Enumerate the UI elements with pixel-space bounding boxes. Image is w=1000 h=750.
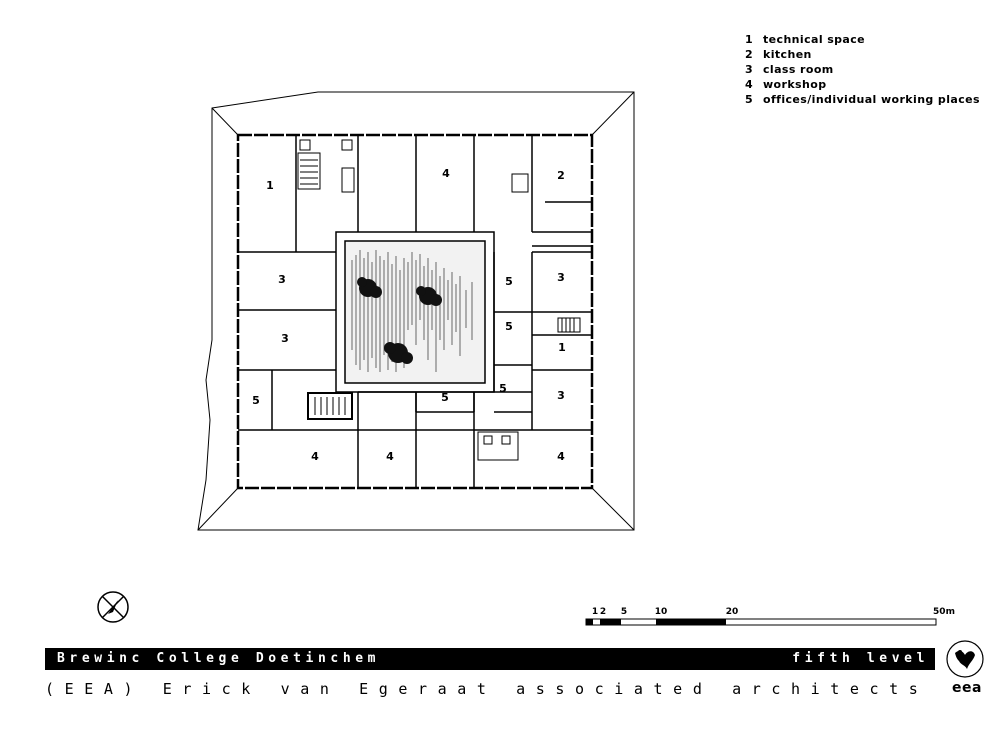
site-diagonal — [591, 91, 635, 136]
room-number: 1 — [558, 341, 566, 354]
legend-item: 4 workshop — [745, 77, 980, 92]
legend-item: 2 kitchen — [745, 47, 980, 62]
legend-num: 2 — [745, 48, 754, 61]
tree-icon — [357, 277, 382, 298]
tree-icon — [416, 286, 442, 306]
architect-credit: (EEA) Erick van Egeraat associated archi… — [45, 680, 929, 698]
room-number: 2 — [557, 169, 565, 182]
scale-tick-label: 50m — [933, 607, 955, 617]
tree-icon — [384, 342, 413, 364]
legend-num: 4 — [745, 78, 754, 91]
room-labels: 1 4 2 3 5 3 3 5 1 5 5 5 3 4 4 4 — [252, 167, 566, 463]
room-number: 3 — [557, 389, 565, 402]
stair-core-north — [297, 139, 355, 193]
site-diagonal — [197, 487, 239, 531]
room-number: 5 — [441, 391, 449, 404]
room-number: 4 — [386, 450, 394, 463]
site-diagonal — [211, 107, 239, 136]
room-number: 4 — [442, 167, 450, 180]
courtyard-outer — [335, 231, 495, 393]
logo-text: eea — [952, 680, 982, 696]
legend-item: 5 offices/individual working places — [745, 92, 980, 107]
legend-item: 3 class room — [745, 62, 980, 77]
room-number: 5 — [505, 320, 513, 333]
scale-bar — [585, 618, 937, 626]
scale-tick-label: 2 — [600, 607, 606, 617]
courtyard-inner — [344, 240, 486, 384]
room-number: 3 — [557, 271, 565, 284]
stair-core-east — [557, 317, 581, 333]
north-arrow-icon — [97, 591, 129, 623]
room-number: 5 — [505, 275, 513, 288]
scale-tick-label: 10 — [655, 607, 668, 617]
level-title: fifth level — [792, 651, 929, 666]
legend-label: kitchen — [763, 48, 812, 61]
legend-item: 1 technical space — [745, 32, 980, 47]
room-number: 3 — [278, 273, 286, 286]
legend-label: workshop — [763, 78, 827, 91]
site-outline — [197, 91, 635, 531]
legend-label: offices/individual working places — [763, 93, 980, 106]
room-number: 5 — [499, 382, 507, 395]
legend-label: class room — [763, 63, 834, 76]
room-number: 5 — [252, 394, 260, 407]
legend-num: 1 — [745, 33, 754, 46]
legend-num: 5 — [745, 93, 754, 106]
kitchen-fixture — [511, 173, 529, 193]
scale-tick-label: 20 — [726, 607, 739, 617]
room-number: 4 — [311, 450, 319, 463]
scale-tick-label: 1 — [592, 607, 598, 617]
legend-label: technical space — [763, 33, 866, 46]
stair-core-south — [307, 392, 353, 420]
room-number: 1 — [266, 179, 274, 192]
room-number: 4 — [557, 450, 565, 463]
project-title: Brewinc College Doetinchem — [57, 651, 381, 666]
eea-logo-icon — [946, 640, 984, 678]
toilet-block — [477, 431, 519, 461]
title-bar: Brewinc College Doetinchem fifth level — [45, 648, 935, 670]
legend-num: 3 — [745, 63, 754, 76]
site-diagonal — [591, 487, 635, 531]
scale-tick-label: 5 — [621, 607, 627, 617]
courtyard-planting — [351, 250, 473, 372]
room-number: 3 — [281, 332, 289, 345]
